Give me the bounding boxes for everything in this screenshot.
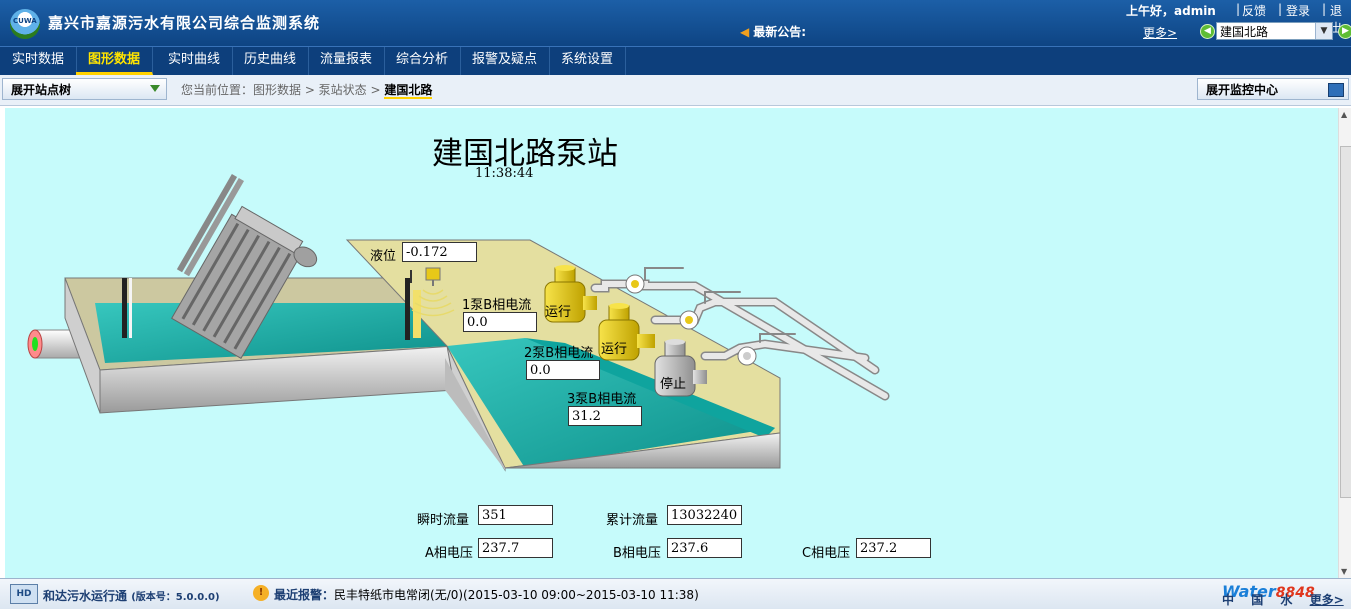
pump3-current-value: 31.2 [568, 406, 642, 426]
toolbar: 展开站点树 您当前位置：图形数据 > 泵站状态 > 建国北路 展开监控中心 [0, 75, 1351, 106]
nav-flow-report[interactable]: 流量报表 [308, 47, 386, 75]
expand-site-tree-button[interactable]: 展开站点树 [2, 78, 167, 100]
pump1-status: 运行 [545, 305, 572, 320]
bar-screen-machine [171, 174, 318, 359]
more-link[interactable]: 更多> [1309, 593, 1344, 607]
nav-realtime-curve[interactable]: 实时曲线 [156, 47, 234, 75]
b-phase-voltage-value: 237.6 [667, 538, 742, 558]
speaker-icon: ◀ [740, 25, 750, 39]
station-title: 建国北路泵站 [432, 136, 618, 172]
valves [625, 274, 757, 366]
nav-settings[interactable]: 系统设置 [549, 47, 627, 75]
instant-flow-value: 351 [478, 505, 553, 525]
total-flow-label: 累计流量 [606, 513, 659, 528]
chevron-down-icon [150, 85, 160, 92]
status-bar: HD 和达污水运行通 (版本号：5.0.0.0) ! 最近报警：民丰特纸市电常闭… [0, 578, 1351, 609]
expand-monitor-center-button[interactable]: 展开监控中心 [1197, 78, 1349, 100]
scroll-down-icon[interactable]: ▼ [1341, 567, 1348, 576]
b-phase-voltage-label: B相电压 [613, 546, 661, 561]
station-time: 11:38:44 [475, 166, 534, 181]
sluice-gates [122, 270, 421, 340]
nav-realtime-data[interactable]: 实时数据 [0, 47, 78, 75]
pump1-current-value: 0.0 [463, 312, 537, 332]
nav-graphic-data[interactable]: 图形数据 [76, 47, 154, 75]
breadcrumb: 您当前位置：图形数据 > 泵站状态 > 建国北路 [181, 83, 433, 99]
instant-flow-label: 瞬时流量 [417, 513, 470, 528]
app-name: 和达污水运行通 (版本号：5.0.0.0) [43, 589, 220, 603]
scroll-up-icon[interactable]: ▲ [1341, 110, 1348, 119]
latest-notice: ◀最新公告: [740, 25, 807, 39]
alarm-icon: ! [253, 585, 269, 601]
pump-3 [654, 339, 707, 397]
pump3-status: 停止 [660, 377, 687, 392]
level-sensor [411, 267, 455, 317]
divider: | [1236, 2, 1241, 16]
c-phase-voltage-label: C相电压 [802, 546, 851, 561]
latest-alarm[interactable]: 最近报警：民丰特纸市电常闭(无/0)(2015-03-10 09:00~2015… [274, 588, 699, 602]
cuwa-logo: CUWA [10, 9, 40, 39]
nav-alarms[interactable]: 报警及疑点 [460, 47, 551, 75]
chevron-down-icon[interactable]: ▼ [1315, 23, 1332, 39]
pump2-current-value: 0.0 [526, 360, 600, 380]
breadcrumb-current: 建国北路 [384, 83, 433, 99]
pump-1 [544, 265, 597, 323]
pump3-current-label: 3泵B相电流 [567, 392, 637, 407]
app-header: CUWA 嘉兴市嘉源污水有限公司综合监测系统 ◀最新公告: 上午好，admin … [0, 0, 1351, 46]
prev-station-icon[interactable]: ◀ [1200, 24, 1215, 39]
divider: | [1322, 2, 1327, 16]
feedback-link[interactable]: 反馈 [1242, 4, 1267, 18]
login-link[interactable]: 登录 [1286, 4, 1311, 18]
level-label: 液位 [370, 249, 397, 264]
go-icon[interactable]: ▶ [1338, 24, 1351, 39]
divider: | [1278, 2, 1283, 16]
a-phase-voltage-label: A相电压 [425, 546, 473, 561]
main-nav: 实时数据 图形数据 实时曲线 历史曲线 流量报表 综合分析 报警及疑点 系统设置 [0, 46, 1351, 75]
more-notices-link[interactable]: 更多> [1143, 26, 1178, 40]
scrollbar-thumb[interactable] [1340, 146, 1351, 498]
a-phase-voltage-value: 237.7 [478, 538, 553, 558]
nav-history-curve[interactable]: 历史曲线 [232, 47, 310, 75]
footer-links: 中 国 水 更多> 网 [1222, 593, 1344, 607]
level-value: -0.172 [402, 242, 477, 262]
monitor-icon [1328, 83, 1344, 97]
total-flow-value: 13032240 [667, 505, 742, 525]
nav-analysis[interactable]: 综合分析 [384, 47, 462, 75]
pump-2 [598, 303, 655, 361]
vertical-scrollbar[interactable]: ▲ ▼ [1338, 108, 1351, 578]
station-diagram: 建国北路泵站 11:38:44 液位 -0.172 1泵B相电流 0.0 运行 … [5, 108, 1338, 578]
c-phase-voltage-value: 237.2 [856, 538, 931, 558]
water8848-logo[interactable]: Water8848 [1222, 582, 1315, 601]
app-version: (版本号：5.0.0.0) [131, 592, 220, 603]
greeting: 上午好，admin [1126, 4, 1216, 18]
app-title: 嘉兴市嘉源污水有限公司综合监测系统 [48, 14, 321, 32]
app-icon: HD [10, 584, 38, 604]
discharge-pipes [590, 267, 890, 401]
pump2-current-label: 2泵B相电流 [524, 346, 594, 361]
station-select[interactable]: 建国北路 ▼ [1216, 22, 1333, 40]
pump1-current-label: 1泵B相电流 [462, 298, 532, 313]
pump2-status: 运行 [601, 342, 628, 357]
